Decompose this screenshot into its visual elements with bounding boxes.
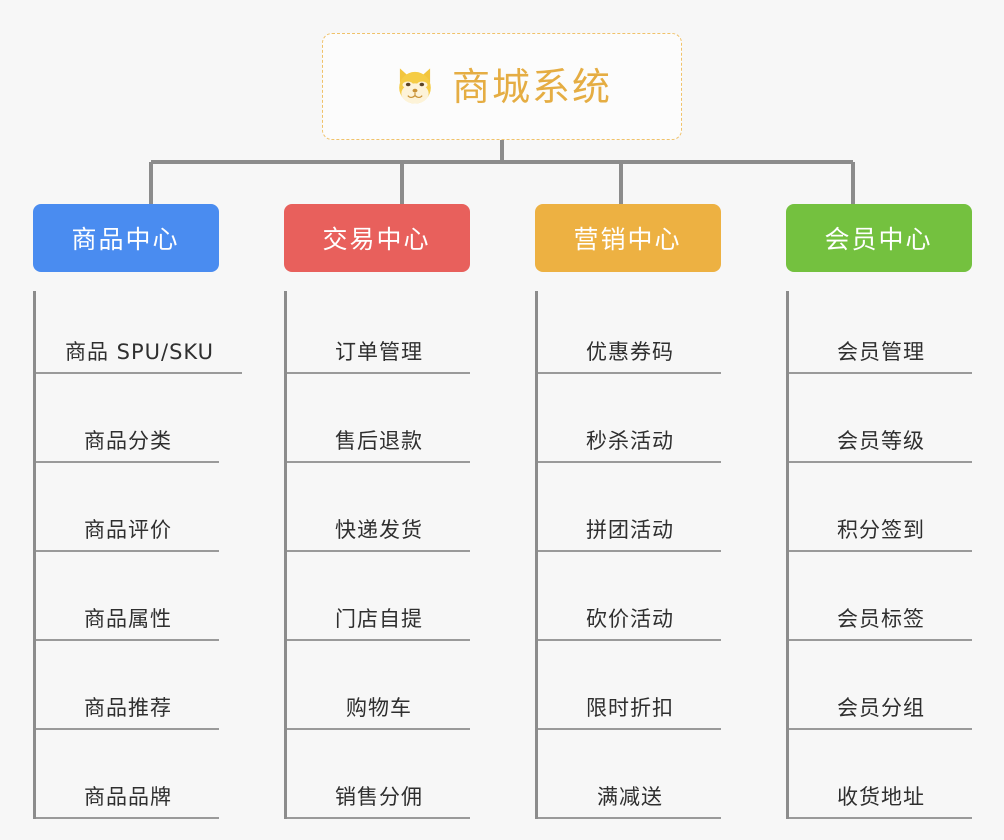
root-node-card[interactable]: 商城系统 — [322, 33, 682, 140]
leaf-item-label: 商品属性 — [84, 607, 172, 631]
leaf-item-label: 收货地址 — [837, 785, 925, 809]
leaf-item-label: 积分签到 — [837, 518, 925, 542]
leaf-item[interactable]: 秒杀活动 — [537, 374, 721, 463]
column-product-center: 商品中心 商品 SPU/SKU 商品分类 商品评价 商品属性 商品推荐 商品品牌 — [0, 204, 251, 819]
leaf-item-label: 秒杀活动 — [586, 429, 674, 453]
leaf-item-label: 商品品牌 — [84, 785, 172, 809]
category-header-trade-center[interactable]: 交易中心 — [283, 204, 470, 272]
leaf-item[interactable]: 限时折扣 — [537, 641, 721, 730]
category-header-product-center[interactable]: 商品中心 — [32, 204, 219, 272]
leaf-item[interactable]: 商品推荐 — [35, 641, 219, 730]
leaf-item-label: 订单管理 — [335, 340, 423, 364]
leaf-item[interactable]: 售后退款 — [286, 374, 470, 463]
leaf-item[interactable]: 会员标签 — [788, 552, 972, 641]
category-header-marketing-center[interactable]: 营销中心 — [534, 204, 721, 272]
root-node-row: 商城系统 — [0, 33, 1004, 140]
category-columns: 商品中心 商品 SPU/SKU 商品分类 商品评价 商品属性 商品推荐 商品品牌… — [0, 204, 1004, 819]
category-header-label: 交易中心 — [322, 225, 431, 254]
leaf-item-label: 会员分组 — [837, 696, 925, 720]
leaf-item[interactable]: 满减送 — [537, 730, 721, 819]
leaf-item-label: 限时折扣 — [586, 696, 674, 720]
leaf-item-label: 销售分佣 — [335, 785, 423, 809]
leaf-list-marketing-center: 优惠券码 秒杀活动 拼团活动 砍价活动 限时折扣 满减送 — [534, 291, 721, 819]
leaf-item[interactable]: 商品品牌 — [35, 730, 219, 819]
leaf-item[interactable]: 门店自提 — [286, 552, 470, 641]
leaf-item[interactable]: 会员管理 — [788, 291, 972, 374]
leaf-item[interactable]: 购物车 — [286, 641, 470, 730]
leaf-item-label: 砍价活动 — [586, 607, 674, 631]
leaf-item[interactable]: 优惠券码 — [537, 291, 721, 374]
leaf-item[interactable]: 会员等级 — [788, 374, 972, 463]
leaf-list-trade-center: 订单管理 售后退款 快递发货 门店自提 购物车 销售分佣 — [283, 291, 470, 819]
leaf-item[interactable]: 商品评价 — [35, 463, 219, 552]
shiba-dog-icon — [392, 64, 438, 110]
leaf-item-label: 优惠券码 — [586, 340, 674, 364]
category-header-label: 营销中心 — [573, 225, 682, 254]
leaf-item-label: 会员管理 — [837, 340, 925, 364]
column-trade-center: 交易中心 订单管理 售后退款 快递发货 门店自提 购物车 销售分佣 — [251, 204, 502, 819]
column-member-center: 会员中心 会员管理 会员等级 积分签到 会员标签 会员分组 收货地址 — [753, 204, 1004, 819]
category-header-label: 商品中心 — [71, 225, 180, 254]
leaf-item-label: 商品评价 — [84, 518, 172, 542]
leaf-item[interactable]: 商品分类 — [35, 374, 219, 463]
root-node-title: 商城系统 — [451, 64, 612, 109]
leaf-item-label: 满减送 — [597, 785, 663, 809]
leaf-item-label: 商品分类 — [84, 429, 172, 453]
leaf-item-label: 会员等级 — [837, 429, 925, 453]
leaf-list-product-center: 商品 SPU/SKU 商品分类 商品评价 商品属性 商品推荐 商品品牌 — [32, 291, 242, 819]
leaf-item-label: 售后退款 — [335, 429, 423, 453]
leaf-item[interactable]: 积分签到 — [788, 463, 972, 552]
leaf-item-label: 门店自提 — [335, 607, 423, 631]
column-marketing-center: 营销中心 优惠券码 秒杀活动 拼团活动 砍价活动 限时折扣 满减送 — [502, 204, 753, 819]
leaf-item-label: 会员标签 — [837, 607, 925, 631]
leaf-item-label: 商品 SPU/SKU — [64, 340, 215, 364]
leaf-item[interactable]: 商品属性 — [35, 552, 219, 641]
category-header-label: 会员中心 — [824, 225, 933, 254]
leaf-item[interactable]: 会员分组 — [788, 641, 972, 730]
leaf-item-label: 拼团活动 — [586, 518, 674, 542]
leaf-item[interactable]: 商品 SPU/SKU — [35, 291, 242, 374]
leaf-item-label: 购物车 — [346, 696, 412, 720]
category-header-member-center[interactable]: 会员中心 — [785, 204, 972, 272]
leaf-item[interactable]: 订单管理 — [286, 291, 470, 374]
leaf-item[interactable]: 拼团活动 — [537, 463, 721, 552]
leaf-item-label: 快递发货 — [335, 518, 423, 542]
leaf-list-member-center: 会员管理 会员等级 积分签到 会员标签 会员分组 收货地址 — [785, 291, 972, 819]
leaf-item[interactable]: 快递发货 — [286, 463, 470, 552]
connector-lines — [149, 140, 855, 210]
leaf-item[interactable]: 销售分佣 — [286, 730, 470, 819]
leaf-item-label: 商品推荐 — [84, 696, 172, 720]
leaf-item[interactable]: 收货地址 — [788, 730, 972, 819]
leaf-item[interactable]: 砍价活动 — [537, 552, 721, 641]
